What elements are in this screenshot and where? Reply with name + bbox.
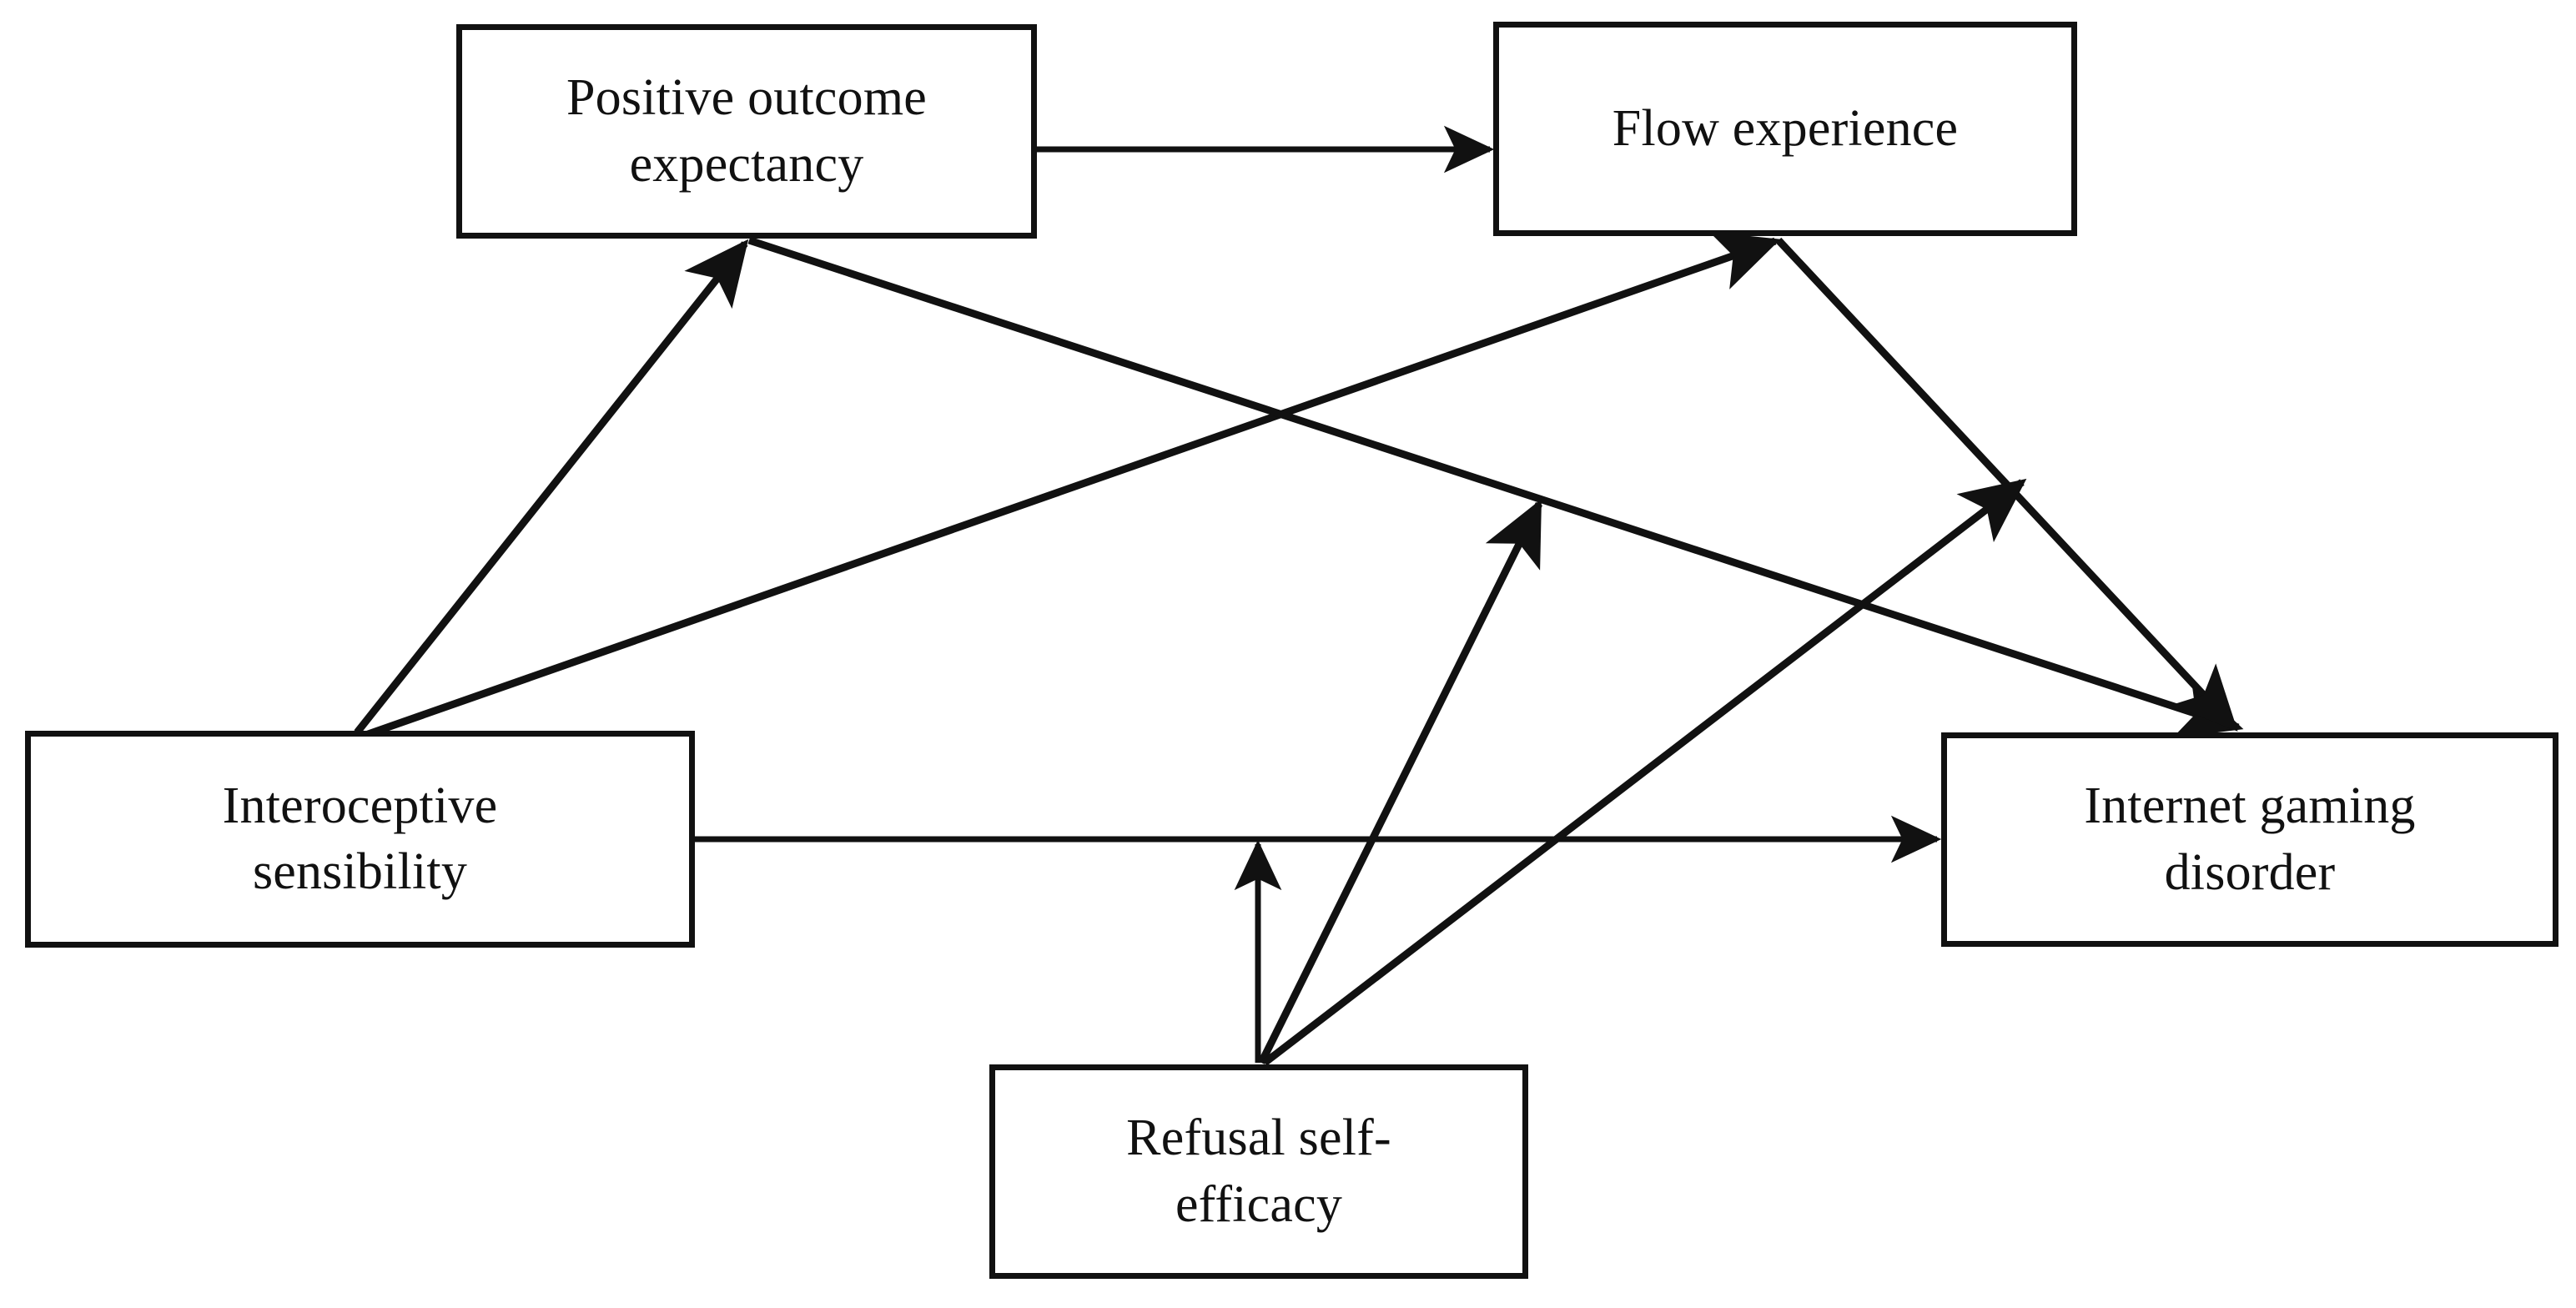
- node-label-flow-experience: Flow experience: [1612, 99, 1959, 157]
- edge-rse-moderates-is-flow: [1257, 498, 1543, 1065]
- edge-rse-moderates-is-igd: [1262, 478, 2027, 1066]
- edge-is-to-flow: [357, 232, 1781, 742]
- node-internet-gaming-disorder[interactable]: Internet gaming disorder: [1941, 732, 2558, 947]
- node-label-internet-gaming-disorder: Internet gaming disorder: [2084, 777, 2416, 901]
- node-interoceptive-sensibility[interactable]: Interoceptive sensibility: [25, 731, 695, 948]
- node-label-positive-outcome-expectancy: Positive outcome expectancy: [566, 69, 927, 193]
- node-flow-experience[interactable]: Flow experience: [1493, 22, 2077, 236]
- edge-flow-to-igd: [1775, 237, 2238, 732]
- node-refusal-self-efficacy[interactable]: Refusal self- efficacy: [989, 1064, 1528, 1279]
- node-label-interoceptive-sensibility: Interoceptive sensibility: [222, 777, 498, 900]
- edge-is-to-poe: [354, 239, 749, 735]
- edge-poe-to-igd: [747, 236, 2244, 738]
- node-positive-outcome-expectancy[interactable]: Positive outcome expectancy: [456, 24, 1037, 239]
- node-label-refusal-self-efficacy: Refusal self- efficacy: [1126, 1109, 1391, 1233]
